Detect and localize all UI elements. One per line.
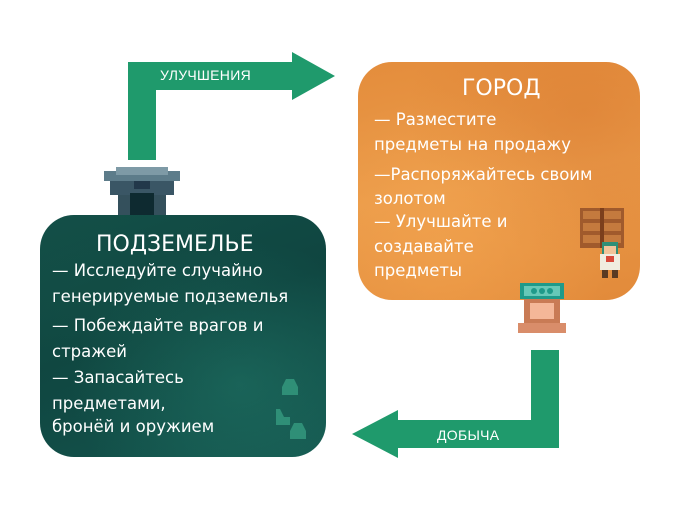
town-line-7: предметы: [374, 261, 463, 280]
town-line-1: — Разместите: [374, 110, 497, 129]
shop-shelf-icon: [580, 208, 624, 248]
dungeon-line-7: бронёй и оружием: [52, 417, 215, 436]
dungeon-line-5: — Запасайтесь: [52, 368, 184, 387]
dungeon-line-1: — Исследуйте случайно: [52, 261, 263, 280]
dungeon-line-3: — Побеждайте врагов и: [52, 316, 264, 335]
dungeon-line-4: стражей: [52, 342, 128, 361]
loot-label: ДОБЫЧА: [437, 427, 500, 443]
town-portal-icon: [518, 283, 566, 333]
dungeon-title: ПОДЗЕМЕЛЬЕ: [96, 232, 254, 257]
town-title: ГОРОД: [462, 76, 541, 101]
dungeon-line-6: предметами,: [52, 394, 166, 413]
town-line-2: предметы на продажу: [374, 135, 571, 154]
town-panel: [358, 62, 640, 300]
town-line-6: создавайте: [374, 237, 474, 256]
shopkeeper-icon: [600, 242, 620, 278]
dungeon-panel: [40, 215, 326, 457]
town-line-4: золотом: [374, 189, 446, 208]
loot-arrow: [352, 350, 559, 458]
dungeon-line-2: генерируемые подземелья: [52, 287, 289, 306]
town-line-3: —Распоряжайтесь своим: [374, 165, 593, 184]
upgrades-label: УЛУЧШЕНИЯ: [160, 67, 251, 83]
slime-enemy-icon: [276, 379, 306, 439]
town-line-5: — Улучшайте и: [374, 212, 508, 231]
upgrades-arrow: [128, 52, 335, 160]
